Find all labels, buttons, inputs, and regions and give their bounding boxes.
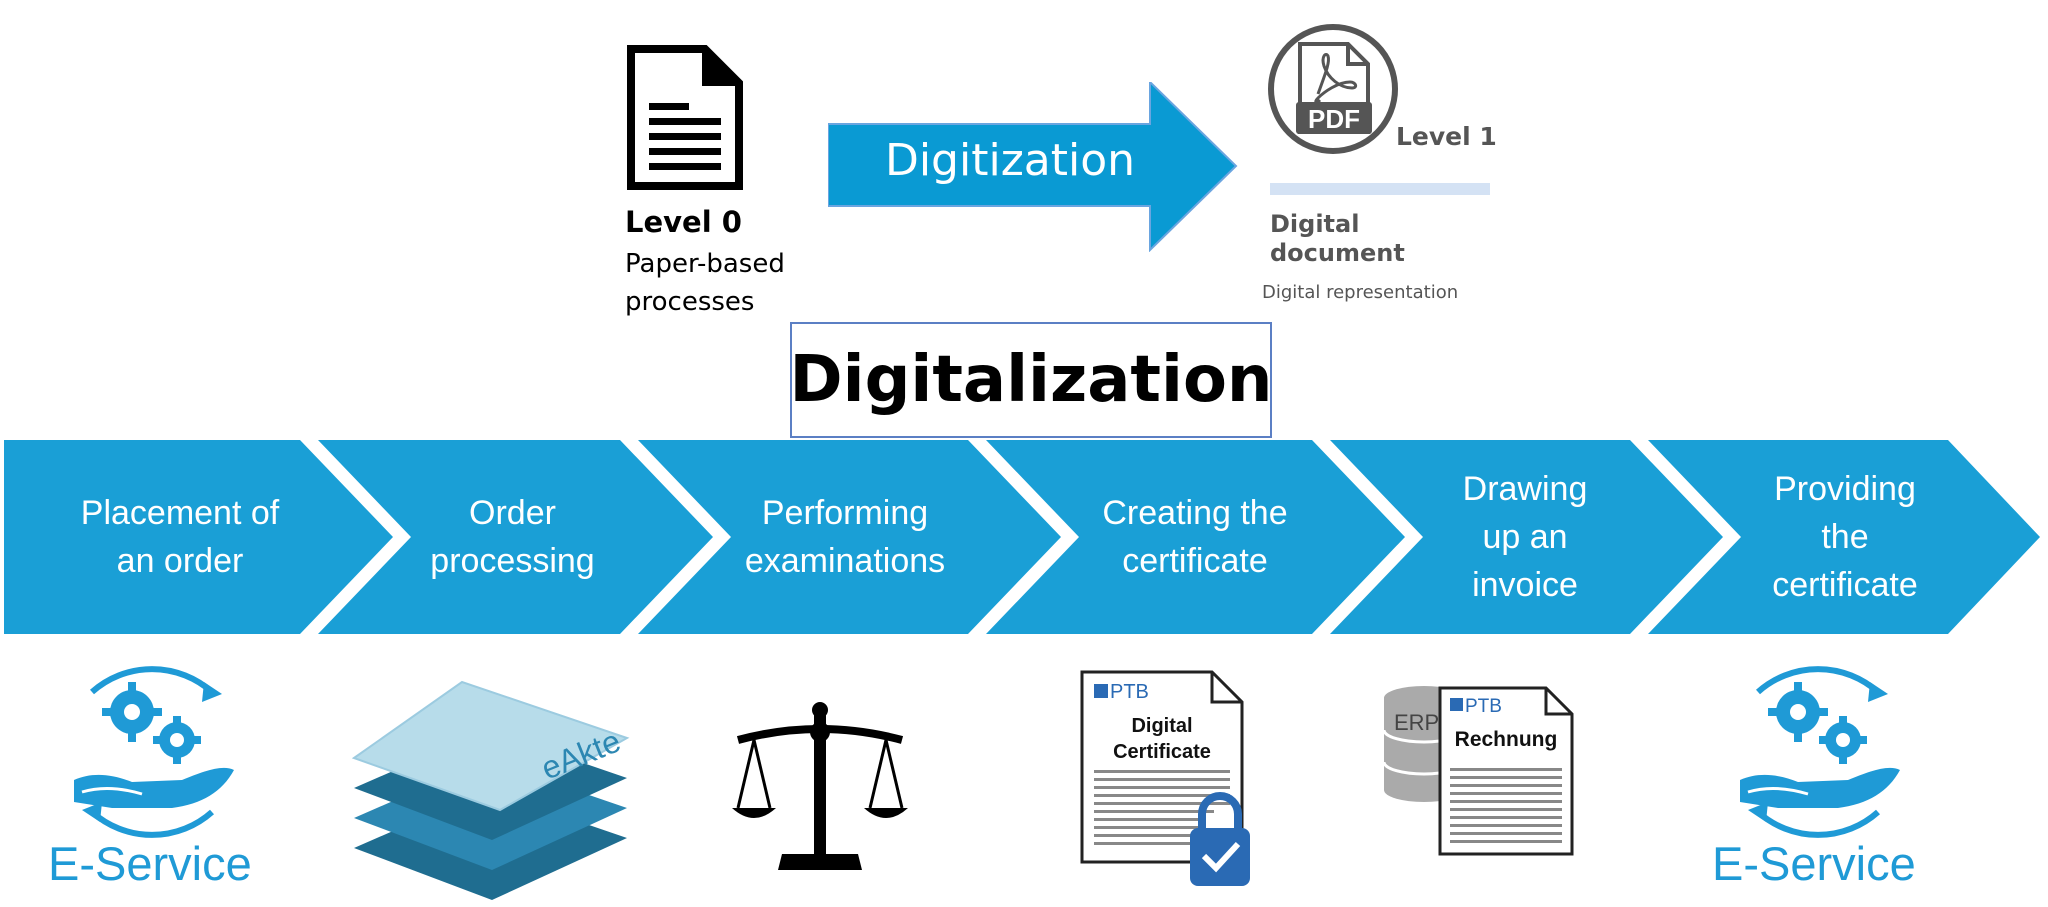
digitization-arrow — [828, 82, 1238, 252]
step-label-line: the — [1821, 518, 1869, 556]
invoice-ptb-logo: PTB — [1465, 696, 1502, 717]
pdf-badge-text: PDF — [1308, 104, 1360, 134]
digitization-label: Digitization — [884, 135, 1136, 186]
erp-label: ERP — [1394, 710, 1439, 735]
digital-document-title: Digital document — [1270, 210, 1470, 268]
erp-database-invoice-icon: ERP PTB Rechnung — [1382, 686, 1574, 856]
chevron-step-4 — [986, 440, 1405, 634]
level0-description-line: Paper-based — [625, 249, 785, 279]
step-label-line: invoice — [1472, 566, 1578, 604]
step-label-performing-examinations: Performing examinations — [700, 438, 990, 636]
level0-title: Level 0 — [625, 205, 742, 239]
eservice-gears-hand-icon — [74, 666, 234, 838]
certificate-title-line: Certificate — [1113, 741, 1211, 763]
scales-of-justice-icon — [732, 702, 908, 870]
level0-description-line: processes — [625, 287, 755, 317]
digitalization-title-box: Digitalization — [790, 322, 1272, 438]
step-label-line: certificate — [1772, 566, 1918, 604]
step-label-line: Placement of — [80, 494, 280, 532]
digital-certificate-icon: PTB Digital Certificate — [1080, 670, 1280, 900]
level1-bar — [1270, 183, 1490, 195]
process-chevron-band — [0, 438, 2048, 636]
step-label-line: Creating the — [1102, 494, 1288, 532]
paper-document-icon — [627, 45, 743, 190]
digital-document-line: Digital — [1270, 210, 1360, 238]
chevron-step-5 — [1330, 440, 1723, 634]
chevron-step-3 — [638, 440, 1061, 634]
digitalization-title: Digitalization — [789, 343, 1273, 417]
step-label-line: an order — [116, 542, 244, 580]
digital-representation-label: Digital representation — [1262, 282, 1459, 303]
step-label-drawing-up-invoice: Drawing up an invoice — [1400, 438, 1650, 636]
step-label-order-processing: Order processing — [380, 438, 645, 636]
digital-document-line: document — [1270, 239, 1405, 267]
eservice-right-label: E-Service — [1712, 837, 1916, 890]
step-label-line: Drawing — [1462, 470, 1588, 508]
step-label-placement-of-order: Placement of an order — [20, 438, 340, 636]
level0-description: Paper-based processes — [625, 245, 805, 321]
certificate-ptb-logo: PTB — [1110, 681, 1149, 703]
step-label-line: processing — [430, 542, 595, 580]
level1-label: Level 1 — [1396, 122, 1497, 151]
step-label-line: Order — [469, 494, 556, 532]
step-label-line: up an — [1482, 518, 1568, 556]
eservice-left-label: E-Service — [48, 837, 252, 890]
chevron-step-1 — [4, 440, 393, 634]
certificate-document-icon: PTB Digital Certificate — [1080, 670, 1250, 886]
step-label-creating-certificate: Creating the certificate — [1050, 438, 1340, 636]
pdf-icon: PDF — [1268, 24, 1398, 154]
chevron-step-2 — [318, 440, 713, 634]
invoice-title: Rechnung — [1455, 728, 1558, 751]
step-label-providing-certificate: Providing the certificate — [1720, 438, 1970, 636]
certificate-title-line: Digital — [1131, 715, 1192, 737]
step-label-line: Performing — [761, 494, 929, 532]
erp-invoice-icon: ERP PTB Rechnung — [1380, 682, 1580, 882]
step-label-line: Providing — [1774, 470, 1916, 508]
chevron-step-6 — [1648, 440, 2040, 634]
step-label-line: certificate — [1122, 542, 1268, 580]
step-label-line: examinations — [744, 542, 946, 580]
eakte-layers-icon: eAkte — [352, 680, 630, 900]
eservice-gears-hand-icon-right — [1740, 666, 1900, 838]
